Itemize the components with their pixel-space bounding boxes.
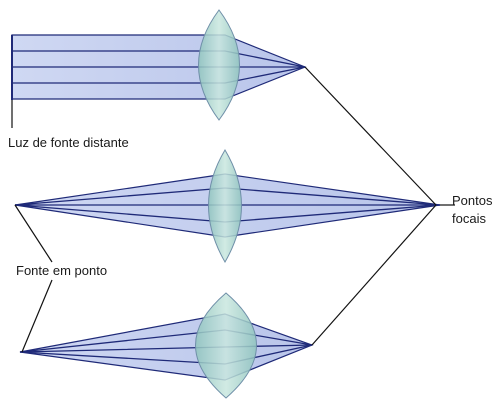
middle-beam-group <box>14 149 441 263</box>
middle-lens <box>208 149 242 263</box>
top-lens <box>198 9 240 121</box>
point-source-leader-lower <box>21 279 53 353</box>
bottom-lens <box>195 292 257 399</box>
point-source-label: Fonte em ponto <box>16 263 108 278</box>
distant-source-label: Luz de fonte distante <box>8 135 129 150</box>
focal-points-label-line1: Pontos <box>452 193 493 208</box>
focal-leader-top <box>304 66 437 206</box>
point-source-leader <box>14 204 53 263</box>
leader-lines <box>14 66 455 353</box>
parallel-beam-group <box>11 9 307 128</box>
focal-leader-bottom <box>311 204 437 346</box>
focal-points-label-line2: focais <box>452 211 486 226</box>
bottom-beam-group <box>19 292 314 399</box>
